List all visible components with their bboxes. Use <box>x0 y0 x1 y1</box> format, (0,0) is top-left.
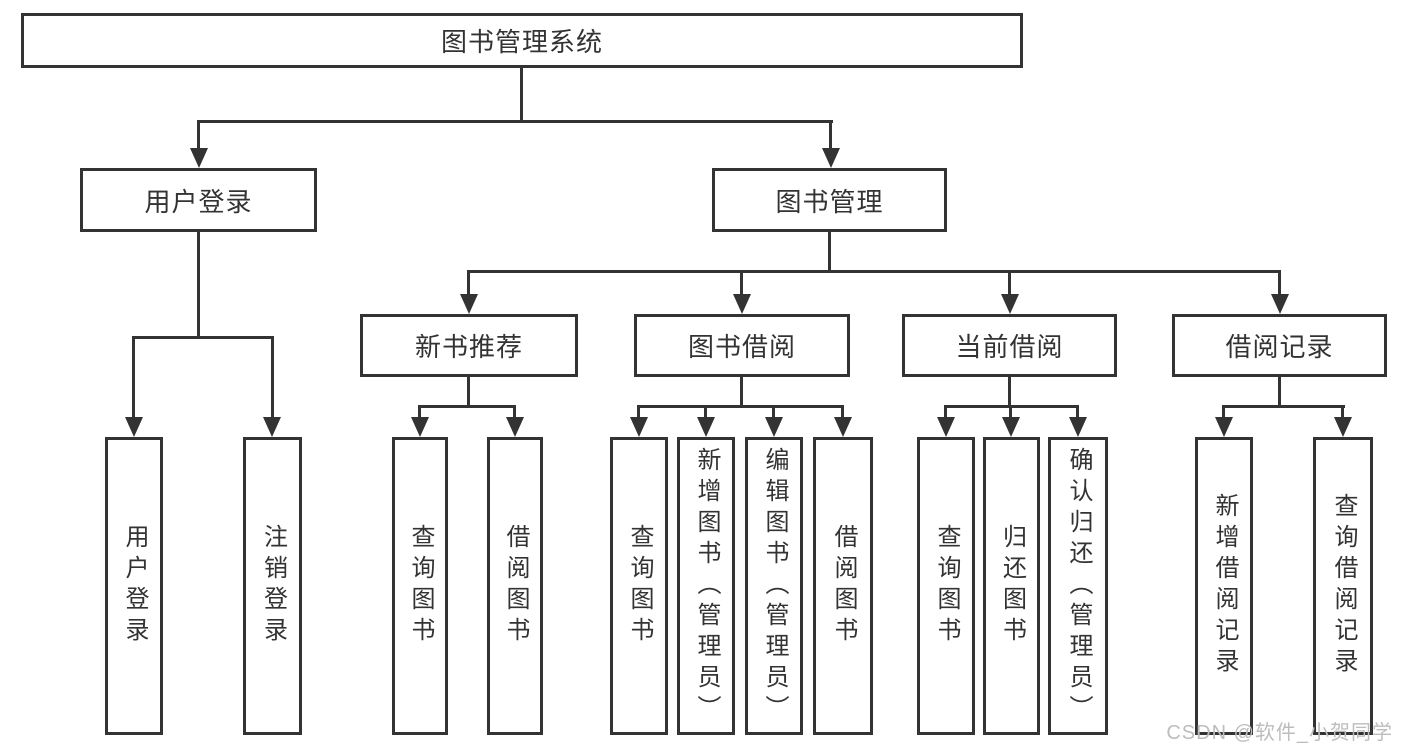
connector-line <box>1008 270 1011 296</box>
connector-line <box>197 232 200 336</box>
connector-line <box>513 405 516 419</box>
node-label: 借阅记录 <box>1225 332 1334 362</box>
leaf-user-login: 用户登录 <box>105 437 163 735</box>
node-label: 确认归还（管理员） <box>1065 446 1092 726</box>
arrow-down-icon <box>411 417 429 437</box>
arrow-down-icon <box>1001 294 1019 314</box>
connector-line <box>132 336 274 339</box>
connector-line <box>418 405 516 408</box>
connector-line <box>637 405 844 408</box>
node-borrowing-records: 借阅记录 <box>1172 314 1387 377</box>
connector-line <box>841 405 844 419</box>
node-label: 归还图书 <box>998 524 1026 648</box>
arrow-down-icon <box>822 148 840 168</box>
node-new-book-recommendation: 新书推荐 <box>360 314 578 377</box>
node-label: 注销登录 <box>259 524 287 648</box>
node-label: 新增借阅记录 <box>1211 493 1238 679</box>
connector-line <box>1009 405 1012 419</box>
leaf-edit-books-admin: 编辑图书（管理员） <box>745 437 803 735</box>
leaf-query-books-recommend: 查询图书 <box>392 437 448 735</box>
node-book-borrowing: 图书借阅 <box>634 314 850 377</box>
connector-line <box>1222 405 1345 408</box>
node-label: 用户登录 <box>121 524 148 648</box>
connector-line <box>1222 405 1225 419</box>
arrow-down-icon <box>1271 294 1289 314</box>
connector-line <box>467 270 1281 273</box>
arrow-down-icon <box>125 417 143 437</box>
connector-line <box>704 405 707 419</box>
node-label: 图书管理系统 <box>440 27 603 57</box>
node-user-login: 用户登录 <box>80 168 317 232</box>
connector-line <box>1008 377 1011 405</box>
connector-line <box>197 120 833 123</box>
connector-line <box>740 377 743 405</box>
connector-line <box>944 405 947 419</box>
node-current-borrowing: 当前借阅 <box>902 314 1117 377</box>
leaf-return-books: 归还图书 <box>983 437 1040 735</box>
node-label: 新书推荐 <box>414 332 523 362</box>
arrow-down-icon <box>834 417 852 437</box>
node-label: 查询图书 <box>626 524 653 648</box>
node-label: 新增图书（管理员） <box>693 446 720 726</box>
arrow-down-icon <box>1069 417 1087 437</box>
leaf-query-borrow-record: 查询借阅记录 <box>1313 437 1373 735</box>
node-book-management: 图书管理 <box>712 168 947 232</box>
node-label: 借阅图书 <box>502 524 529 648</box>
connector-line <box>467 377 470 405</box>
node-label: 编辑图书（管理员） <box>761 446 788 726</box>
node-label: 借阅图书 <box>830 524 857 648</box>
connector-line <box>467 270 470 296</box>
arrow-down-icon <box>733 294 751 314</box>
connector-line <box>1278 270 1281 296</box>
node-label: 当前借阅 <box>955 332 1064 362</box>
arrow-down-icon <box>1334 417 1352 437</box>
arrow-down-icon <box>765 417 783 437</box>
leaf-borrow-books-recommend: 借阅图书 <box>487 437 543 735</box>
node-label: 图书管理 <box>775 186 884 217</box>
arrow-down-icon <box>937 417 955 437</box>
arrow-down-icon <box>506 417 524 437</box>
arrow-down-icon <box>1215 417 1233 437</box>
node-label: 查询图书 <box>407 524 434 648</box>
connector-line <box>520 68 523 121</box>
connector-line <box>132 336 135 419</box>
arrow-down-icon <box>460 294 478 314</box>
connector-line <box>1076 405 1079 419</box>
leaf-add-borrow-record: 新增借阅记录 <box>1195 437 1253 735</box>
connector-line <box>772 405 775 419</box>
node-label: 查询借阅记录 <box>1330 493 1357 679</box>
csdn-watermark: CSDN @软件_小贺同学 <box>1166 722 1393 744</box>
leaf-add-books-admin: 新增图书（管理员） <box>677 437 735 735</box>
leaf-confirm-return-admin: 确认归还（管理员） <box>1048 437 1108 735</box>
connector-line <box>740 270 743 296</box>
connector-line <box>828 232 831 270</box>
connector-line <box>271 336 274 419</box>
connector-line <box>418 405 421 419</box>
arrow-down-icon <box>697 417 715 437</box>
leaf-query-books-borrowing: 查询图书 <box>610 437 668 735</box>
node-library-management-system: 图书管理系统 <box>21 13 1023 68</box>
connector-line <box>829 120 832 150</box>
connector-line <box>1278 377 1281 405</box>
connector-line <box>637 405 640 419</box>
node-label: 图书借阅 <box>687 332 796 362</box>
arrow-down-icon <box>190 148 208 168</box>
node-label: 查询图书 <box>933 524 960 648</box>
arrow-down-icon <box>1002 417 1020 437</box>
leaf-borrow-books: 借阅图书 <box>813 437 873 735</box>
leaf-query-books-current: 查询图书 <box>917 437 975 735</box>
node-label: 用户登录 <box>144 186 253 217</box>
arrow-down-icon <box>630 417 648 437</box>
connector-line <box>1341 405 1344 419</box>
arrow-down-icon <box>263 417 281 437</box>
leaf-logout: 注销登录 <box>243 437 302 735</box>
connector-line <box>197 120 200 150</box>
